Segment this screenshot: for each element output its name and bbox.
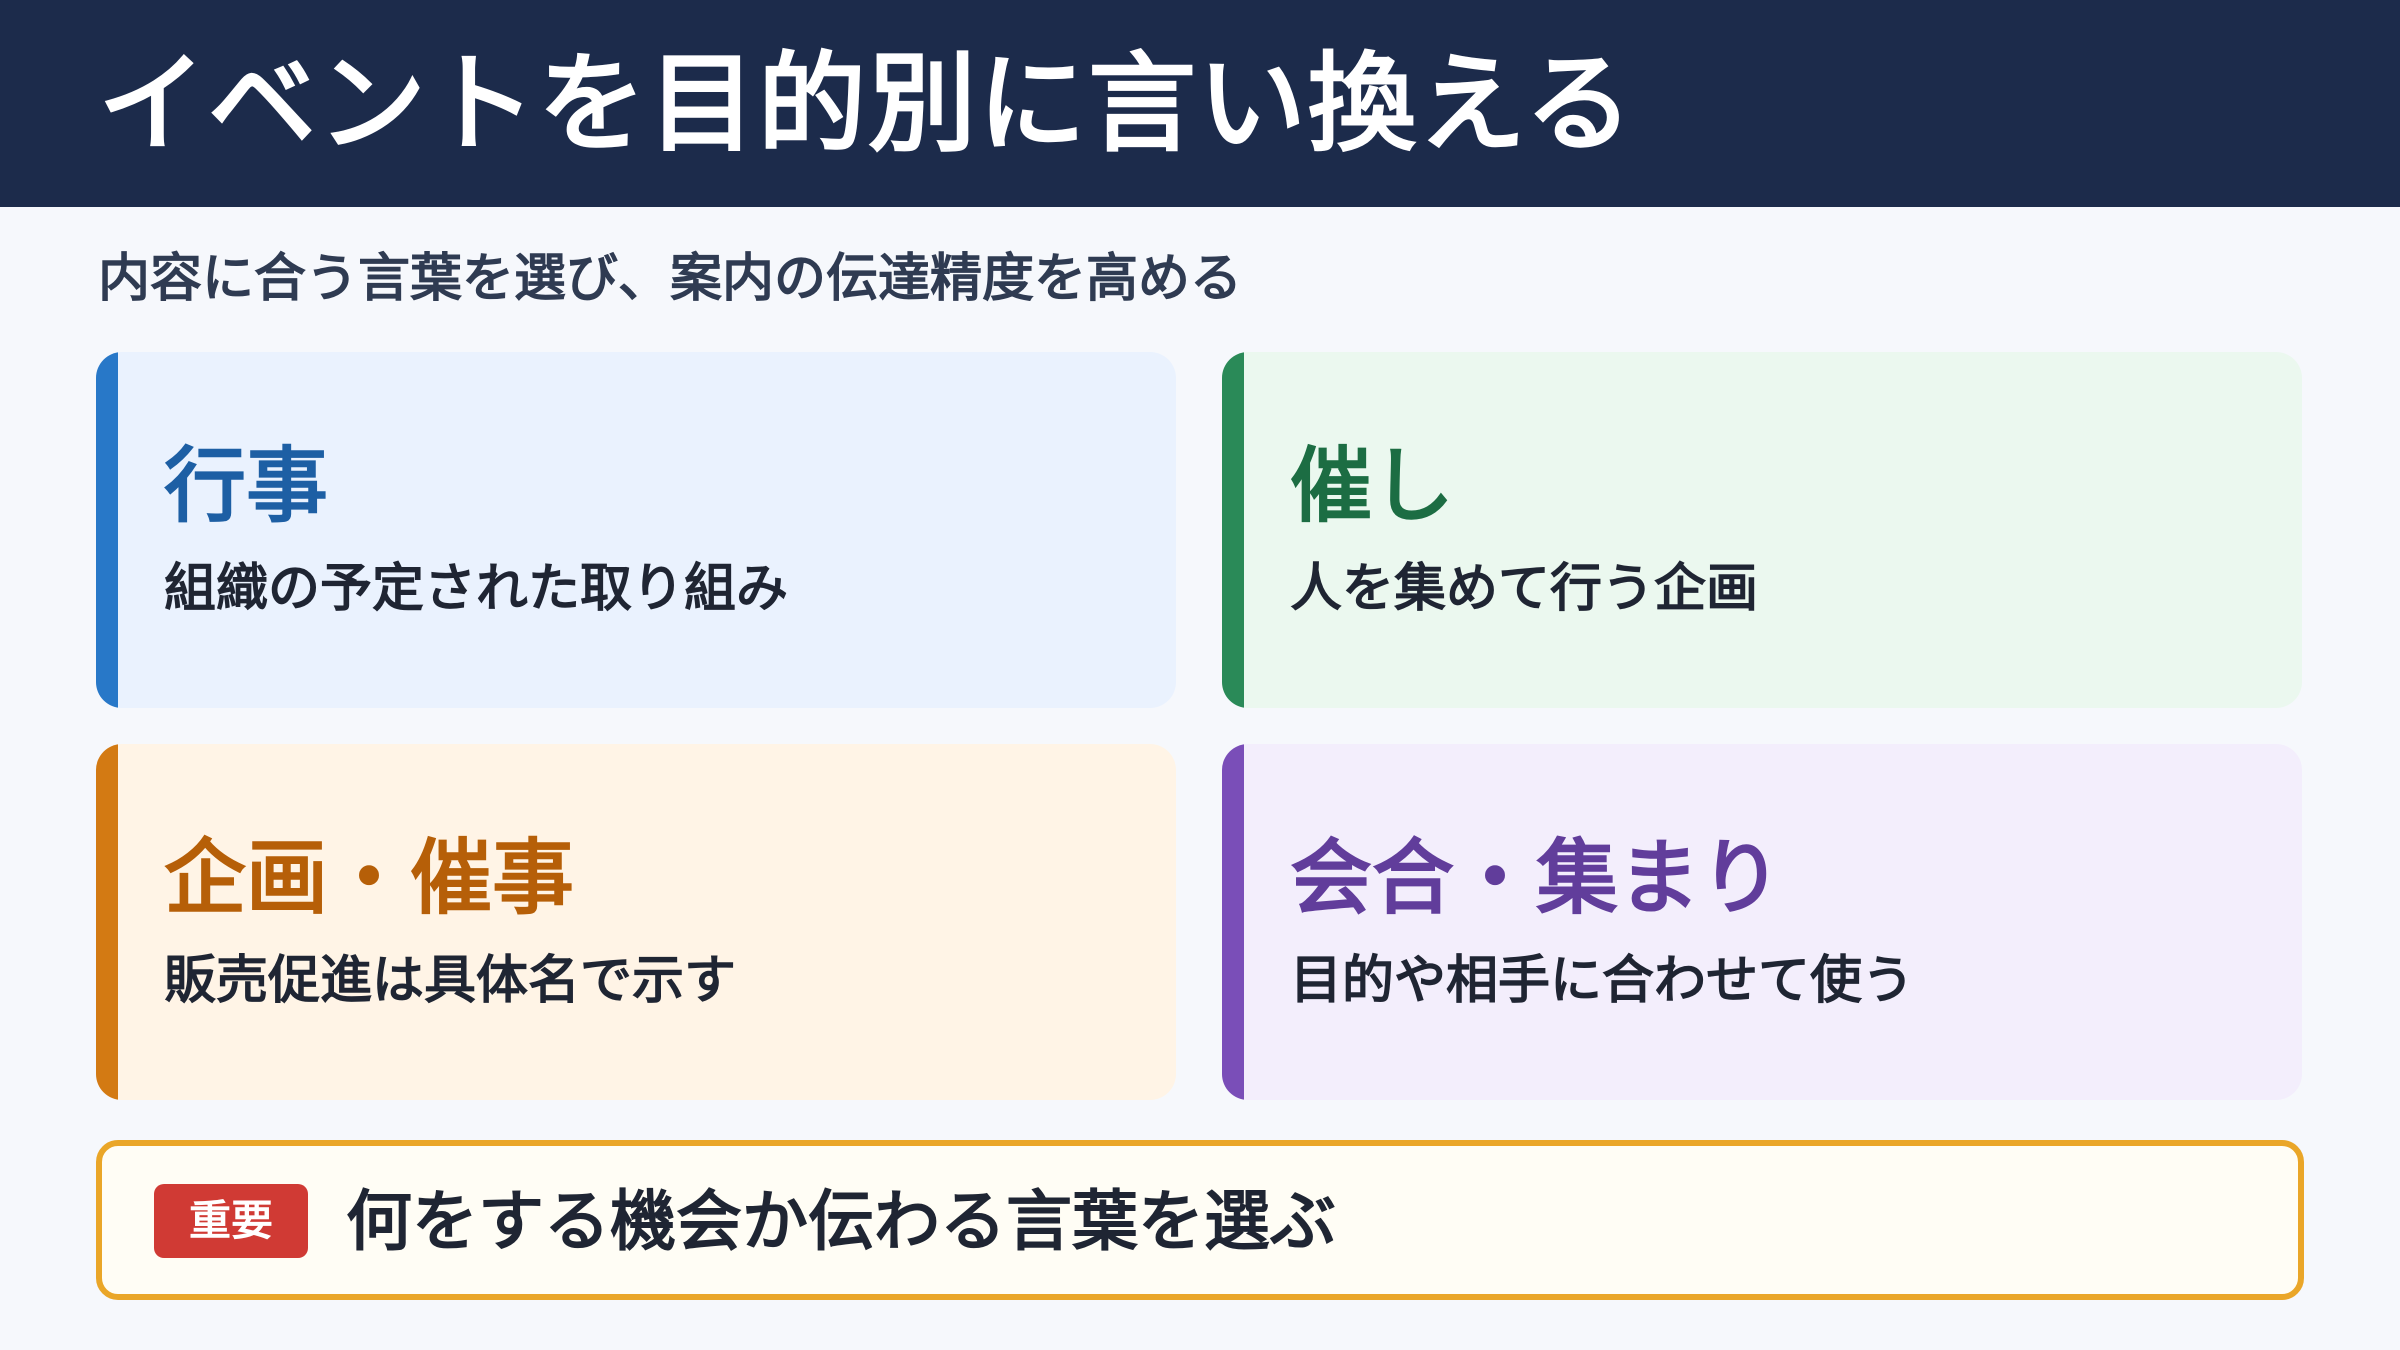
- card-gyoji: 行事 組織の予定された取り組み: [96, 352, 1176, 708]
- card-title: 会合・集まり: [1290, 831, 1783, 926]
- card-description: 組織の予定された取り組み: [164, 559, 789, 619]
- card-title: 行事: [164, 439, 329, 534]
- card-moyooshi: 催し 人を集めて行う企画: [1222, 352, 2302, 708]
- card-title: 企画・催事: [164, 831, 575, 926]
- card-accent-bar: [1222, 744, 1244, 1100]
- card-accent-bar: [96, 352, 118, 708]
- card-kaigo-atsumari: 会合・集まり 目的や相手に合わせて使う: [1222, 744, 2302, 1100]
- important-note-text: 何をする機会か伝わる言葉を選ぶ: [346, 1183, 1336, 1260]
- card-description: 目的や相手に合わせて使う: [1290, 951, 1915, 1011]
- page-title: イベントを目的別に言い換える: [98, 42, 1635, 167]
- card-accent-bar: [96, 744, 118, 1100]
- card-accent-bar: [1222, 352, 1244, 708]
- card-kikaku-saiji: 企画・催事 販売促進は具体名で示す: [96, 744, 1176, 1100]
- page-subtitle: 内容に合う言葉を選び、案内の伝達精度を高める: [98, 249, 1243, 309]
- card-description: 販売促進は具体名で示す: [164, 951, 737, 1011]
- important-badge: 重要: [154, 1184, 308, 1258]
- header-bar: イベントを目的別に言い換える: [0, 0, 2400, 207]
- important-note: 重要 何をする機会か伝わる言葉を選ぶ: [96, 1140, 2304, 1300]
- card-title: 催し: [1290, 439, 1455, 534]
- card-description: 人を集めて行う企画: [1290, 559, 1759, 619]
